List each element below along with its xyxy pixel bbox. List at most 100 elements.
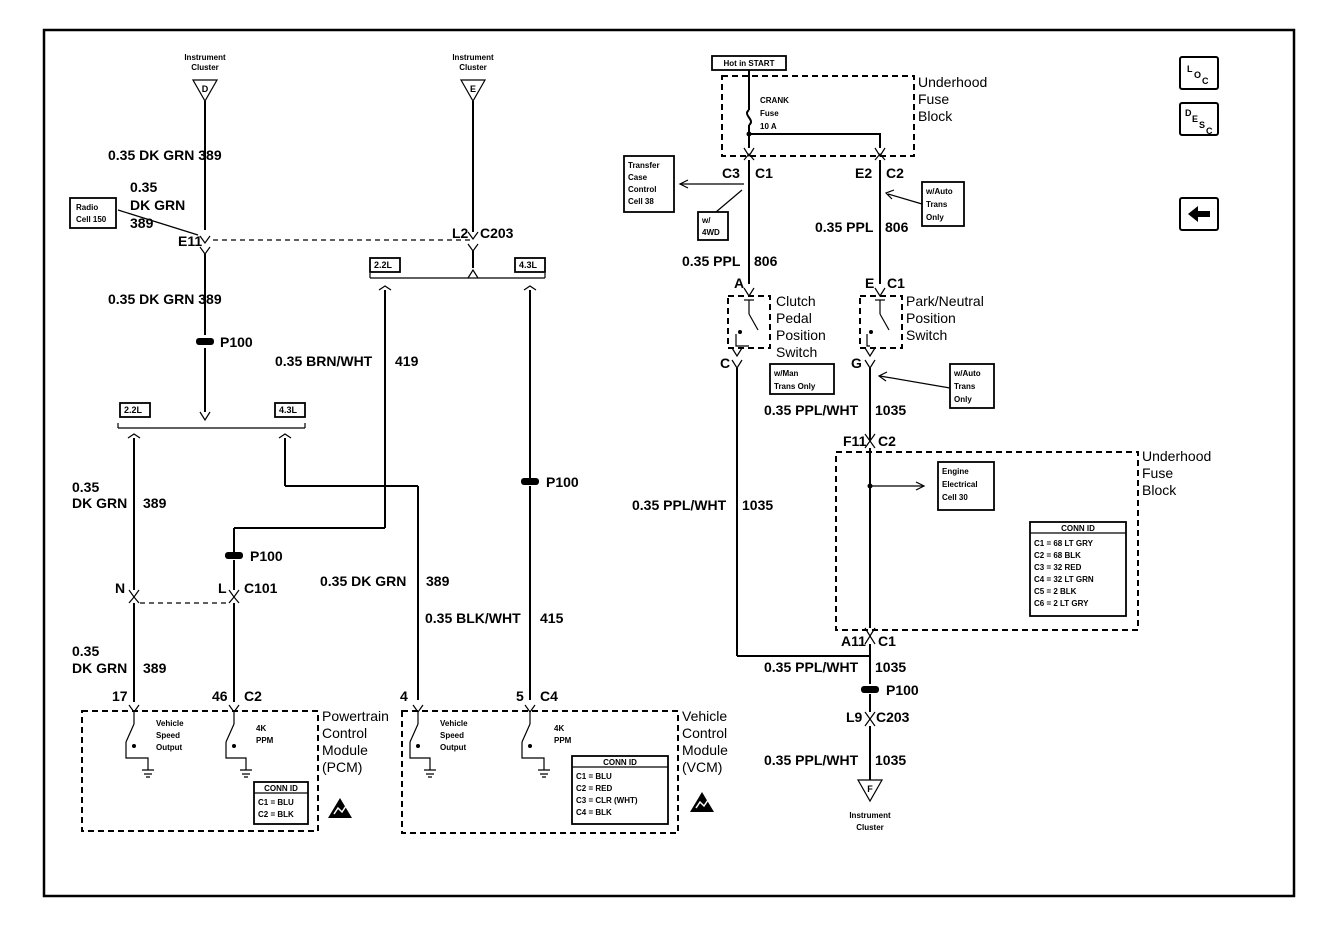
wire-label: DK GRN	[72, 660, 127, 676]
svg-text:C4 = 32 LT GRN: C4 = 32 LT GRN	[1034, 575, 1094, 584]
svg-text:D: D	[1185, 108, 1192, 118]
ref-radio: Radio Cell 150	[69, 197, 117, 229]
wire-label: 0.35 BLK/WHT	[425, 610, 521, 626]
wire-label: 0.35 BRN/WHT	[275, 353, 373, 369]
wire-label: 806	[885, 219, 909, 235]
svg-text:Electrical: Electrical	[942, 480, 978, 489]
svg-text:C4 = BLK: C4 = BLK	[576, 808, 612, 817]
svg-text:Transfer: Transfer	[628, 161, 660, 170]
svg-text:Engine: Engine	[942, 467, 969, 476]
svg-text:CONN ID: CONN ID	[264, 784, 298, 793]
connector-c2: C2	[886, 165, 904, 181]
svg-text:Underhood: Underhood	[1142, 448, 1211, 464]
svg-text:Underhood: Underhood	[918, 74, 987, 90]
underhood-fuse-block-bottom: Underhood Fuse Block CONN ID C1 = 68 LT …	[835, 448, 1211, 631]
svg-text:Block: Block	[918, 108, 953, 124]
svg-text:C: C	[1202, 76, 1209, 86]
wire-label: 0.35 DK GRN 389	[108, 291, 222, 307]
svg-text:CONN ID: CONN ID	[1061, 524, 1095, 533]
connector-p100: P100	[196, 334, 253, 350]
ref-w-4wd: w/ 4WD	[697, 211, 729, 241]
connector-c1: C1	[755, 165, 773, 181]
svg-text:C2 = BLK: C2 = BLK	[258, 810, 294, 819]
svg-text:Position: Position	[776, 327, 826, 343]
connector-l2: L2	[452, 225, 469, 241]
back-button[interactable]	[1179, 197, 1219, 231]
svg-text:2.2L: 2.2L	[374, 260, 393, 270]
wire-label: 389	[143, 660, 167, 676]
wire-label: 0.35 DK GRN	[320, 573, 406, 589]
svg-text:Cluster: Cluster	[459, 63, 487, 72]
svg-text:Case: Case	[628, 173, 648, 182]
ref-engine-electrical: Engine Electrical Cell 30	[937, 461, 995, 511]
connector-c101: C101	[244, 580, 278, 596]
svg-text:C3 = CLR (WHT): C3 = CLR (WHT)	[576, 796, 638, 805]
ref-transfer-case: Transfer Case Control Cell 38	[623, 155, 675, 213]
connector-f11: F11	[843, 433, 867, 449]
svg-text:Fuse: Fuse	[760, 109, 779, 118]
connector-a11: A11	[841, 633, 866, 649]
engine-option-selector-left: 2.2L 4.3L	[117, 402, 306, 429]
pcm-module: Powertrain Control Module (PCM) Vehicle …	[81, 704, 389, 832]
svg-text:Only: Only	[926, 213, 944, 222]
svg-text:Radio: Radio	[76, 203, 98, 212]
svg-text:S: S	[1199, 120, 1205, 130]
ref-w-auto-trans-2: w/Auto Trans Only	[949, 363, 995, 409]
svg-text:Speed: Speed	[156, 731, 180, 740]
svg-text:10 A: 10 A	[760, 122, 777, 131]
wire-label: 0.35 PPL/WHT	[764, 659, 859, 675]
svg-text:4.3L: 4.3L	[519, 260, 538, 270]
svg-text:C1 = 68 LT GRY: C1 = 68 LT GRY	[1034, 539, 1094, 548]
svg-text:w/Auto: w/Auto	[925, 187, 953, 196]
svg-text:4K: 4K	[256, 724, 266, 733]
wire-label: 0.35 PPL	[815, 219, 874, 235]
svg-text:Powertrain: Powertrain	[322, 708, 389, 724]
connector-p100: P100	[225, 548, 283, 564]
connector-c203: C203	[480, 225, 514, 241]
svg-text:4.3L: 4.3L	[279, 405, 298, 415]
svg-text:w/Man: w/Man	[773, 369, 799, 378]
wire-label: 419	[395, 353, 419, 369]
ref-w-man-trans: w/Man Trans Only	[769, 363, 835, 395]
connector-l: L	[218, 580, 227, 596]
svg-text:CONN ID: CONN ID	[603, 758, 637, 767]
wire-label: 389	[426, 573, 450, 589]
connector-e: E	[865, 275, 874, 291]
wire-label: 0.35	[72, 643, 99, 659]
svg-text:Speed: Speed	[440, 731, 464, 740]
svg-text:Only: Only	[954, 395, 972, 404]
park-neutral-position-switch: Park/Neutral Position Switch	[859, 287, 984, 358]
connector-c: C	[720, 355, 730, 371]
svg-text:w/: w/	[701, 216, 711, 225]
wire-label: DK GRN	[72, 495, 127, 511]
loc-button[interactable]: L O C	[1179, 56, 1219, 90]
engine-option-selector-center: 2.2L 4.3L	[369, 257, 546, 279]
svg-text:Output: Output	[440, 743, 467, 752]
clutch-pedal-position-switch: Clutch Pedal Position Switch	[727, 287, 826, 360]
svg-text:Trans: Trans	[926, 200, 948, 209]
svg-text:Trans: Trans	[954, 382, 976, 391]
svg-text:Switch: Switch	[776, 344, 817, 360]
left-arrow-icon	[1188, 206, 1210, 222]
svg-text:O: O	[1194, 70, 1201, 80]
wire-label: 415	[540, 610, 564, 626]
connector-p100: P100	[521, 474, 579, 490]
svg-text:C1 = BLU: C1 = BLU	[258, 798, 294, 807]
ref-w-auto-trans-1: w/Auto Trans Only	[921, 181, 965, 227]
svg-text:Cell 30: Cell 30	[942, 493, 968, 502]
svg-text:C1 = BLU: C1 = BLU	[576, 772, 612, 781]
svg-text:Vehicle: Vehicle	[156, 719, 184, 728]
svg-text:Hot in START: Hot in START	[724, 59, 775, 68]
svg-text:Output: Output	[156, 743, 183, 752]
wire-label: 0.35 PPL	[682, 253, 741, 269]
connector-g: G	[851, 355, 862, 371]
svg-text:Instrument: Instrument	[184, 53, 226, 62]
svg-text:Clutch: Clutch	[776, 293, 816, 309]
svg-text:C5 = 2 BLK: C5 = 2 BLK	[1034, 587, 1077, 596]
svg-text:Cluster: Cluster	[191, 63, 219, 72]
desc-button[interactable]: D E S C	[1179, 102, 1219, 136]
svg-text:2.2L: 2.2L	[124, 405, 143, 415]
svg-text:Control: Control	[628, 185, 656, 194]
svg-text:C: C	[1206, 126, 1213, 136]
connector-l9: L9	[846, 709, 863, 725]
